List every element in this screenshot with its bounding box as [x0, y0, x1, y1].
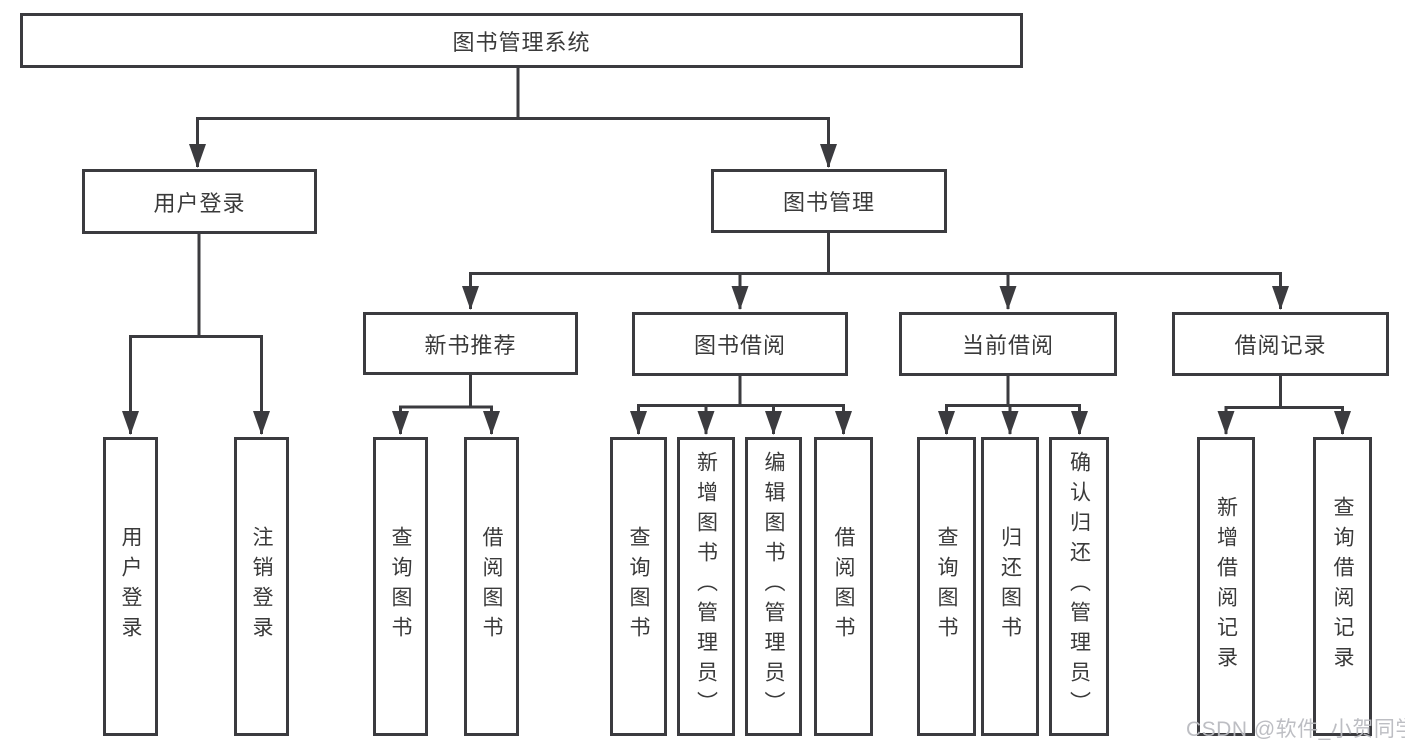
node-search-borrow-record: 查询借阅记录 [1313, 437, 1372, 736]
node-label: 注销登录 [250, 526, 273, 647]
node-label: 确认归还（管理员） [1067, 451, 1091, 722]
node-label: 查询图书 [627, 526, 650, 647]
csdn-watermark: CSDN @软件_小贺同学 [1186, 718, 1405, 741]
node-return-books: 归还图书 [981, 437, 1039, 736]
node-recommend-search-books: 查询图书 [373, 437, 428, 736]
node-new-book-recommend: 新书推荐 [363, 312, 578, 375]
node-label: 查询借阅记录 [1331, 496, 1354, 677]
node-borrow-search-books: 查询图书 [610, 437, 667, 736]
node-label: 新增图书（管理员） [694, 451, 718, 722]
node-label: 查询图书 [935, 526, 958, 647]
node-label: 编辑图书（管理员） [762, 451, 785, 722]
node-book-management: 图书管理 [711, 169, 947, 233]
node-user-login-action: 用户登录 [103, 437, 158, 736]
node-label: 用户登录 [119, 526, 142, 647]
node-label: 新增借阅记录 [1214, 496, 1238, 677]
connector-arrows [122, 118, 1351, 435]
node-confirm-return-admin: 确认归还（管理员） [1049, 437, 1109, 736]
node-current-borrow: 当前借阅 [899, 312, 1117, 376]
node-label: 归还图书 [998, 526, 1022, 647]
node-user-login: 用户登录 [82, 169, 317, 234]
node-label: 查询图书 [389, 526, 412, 647]
node-logout: 注销登录 [234, 437, 289, 736]
node-add-books-admin: 新增图书（管理员） [677, 437, 735, 736]
node-label: 借阅图书 [480, 526, 503, 647]
node-book-borrow: 图书借阅 [632, 312, 848, 376]
node-borrow-borrow-books: 借阅图书 [814, 437, 873, 736]
node-root: 图书管理系统 [20, 13, 1023, 68]
node-recommend-borrow-books: 借阅图书 [464, 437, 519, 736]
connector-trunk-segments [129, 66, 1344, 409]
node-borrow-records: 借阅记录 [1172, 312, 1389, 376]
node-current-search-books: 查询图书 [917, 437, 976, 736]
node-edit-books-admin: 编辑图书（管理员） [745, 437, 802, 736]
node-add-borrow-record: 新增借阅记录 [1197, 437, 1255, 736]
node-label: 借阅图书 [832, 526, 855, 647]
